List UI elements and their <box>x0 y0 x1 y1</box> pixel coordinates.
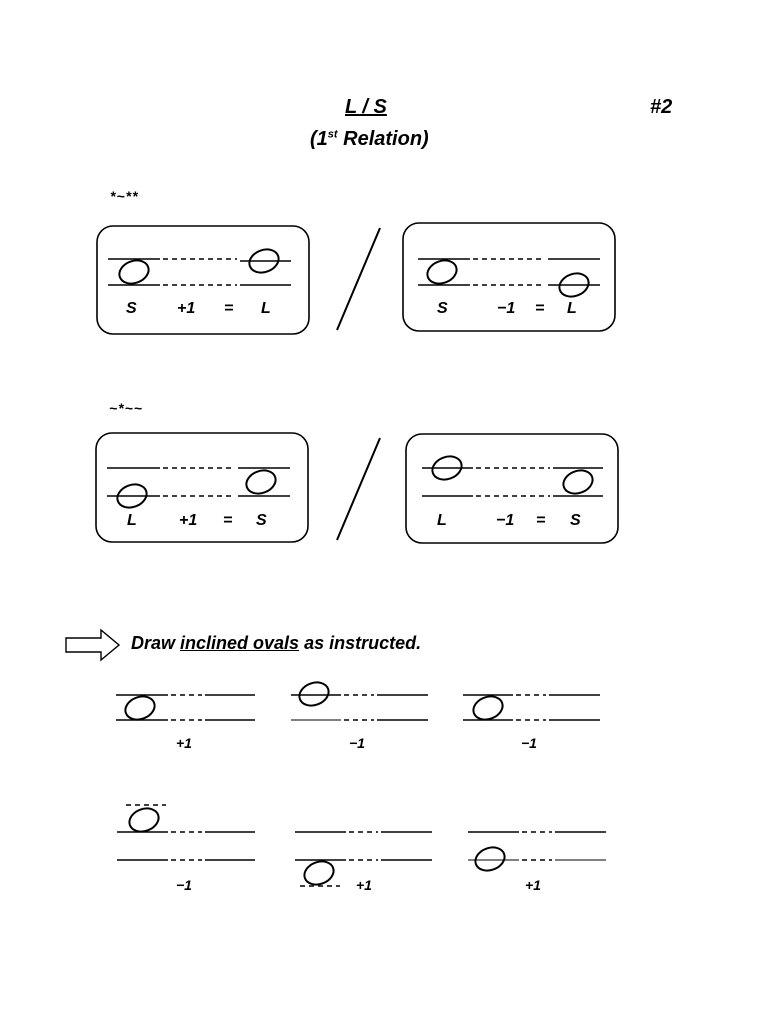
b1-s: S <box>126 300 137 317</box>
pattern-1-label: *~** <box>110 188 139 204</box>
exercise-label-4: −1 <box>176 877 192 893</box>
b2-eq: = <box>535 300 545 317</box>
b2-s: S <box>437 300 448 317</box>
page-title: L / S <box>345 96 387 118</box>
arrow-icon <box>65 628 121 662</box>
exercise-label-6: +1 <box>525 877 541 893</box>
slash-1 <box>336 227 381 331</box>
b1-plus1: +1 <box>177 300 196 317</box>
oval-b1-left <box>118 259 150 285</box>
oval-ex5 <box>303 860 335 886</box>
b3-eq: = <box>223 512 233 529</box>
instruction-post: as instructed. <box>299 633 422 653</box>
oval-b4-right <box>562 469 594 495</box>
instruction-underlined: inclined ovals <box>180 633 300 653</box>
exercise-label-5: +1 <box>356 877 372 893</box>
b4-l: L <box>437 512 447 529</box>
oval-b4-left <box>431 455 463 481</box>
exercise-label-2: −1 <box>349 735 365 751</box>
box-2 <box>402 222 616 332</box>
oval-ex1 <box>124 695 156 721</box>
oval-b3-left <box>116 483 148 509</box>
b2-minus1: −1 <box>497 300 516 317</box>
page-number: #2 <box>650 96 673 118</box>
b1-eq: = <box>224 300 234 317</box>
oval-b1-right <box>248 248 280 274</box>
oval-b3-right <box>245 469 277 495</box>
oval-b2-right <box>558 272 590 298</box>
b3-s: S <box>256 512 267 529</box>
oval-b2-left <box>426 259 458 285</box>
pattern-2-label: ~*~~ <box>109 400 143 416</box>
oval-ex3 <box>472 695 504 721</box>
box-3 <box>95 432 309 543</box>
exercise-label-3: −1 <box>521 735 537 751</box>
relation-subtitle: (1st Relation) <box>310 128 429 151</box>
box-4 <box>405 433 619 544</box>
exercise-label-1: +1 <box>176 735 192 751</box>
b4-eq: = <box>536 512 546 529</box>
oval-ex2 <box>298 681 330 707</box>
box-1 <box>96 225 310 335</box>
instruction-pre: Draw <box>131 633 181 653</box>
b4-s: S <box>570 512 581 529</box>
relation-open: (1 <box>310 128 328 150</box>
slash-2 <box>336 437 381 541</box>
relation-sup: st <box>327 128 338 141</box>
b2-l: L <box>567 300 577 317</box>
b3-l: L <box>127 512 137 529</box>
relation-rest: Relation) <box>337 128 429 150</box>
b1-l: L <box>261 300 271 317</box>
b4-minus1: −1 <box>496 512 515 529</box>
oval-ex4 <box>128 807 160 833</box>
oval-ex6 <box>474 846 506 872</box>
b3-plus1: +1 <box>179 512 198 529</box>
instruction-text: Draw inclined ovals as instructed. <box>131 633 421 654</box>
